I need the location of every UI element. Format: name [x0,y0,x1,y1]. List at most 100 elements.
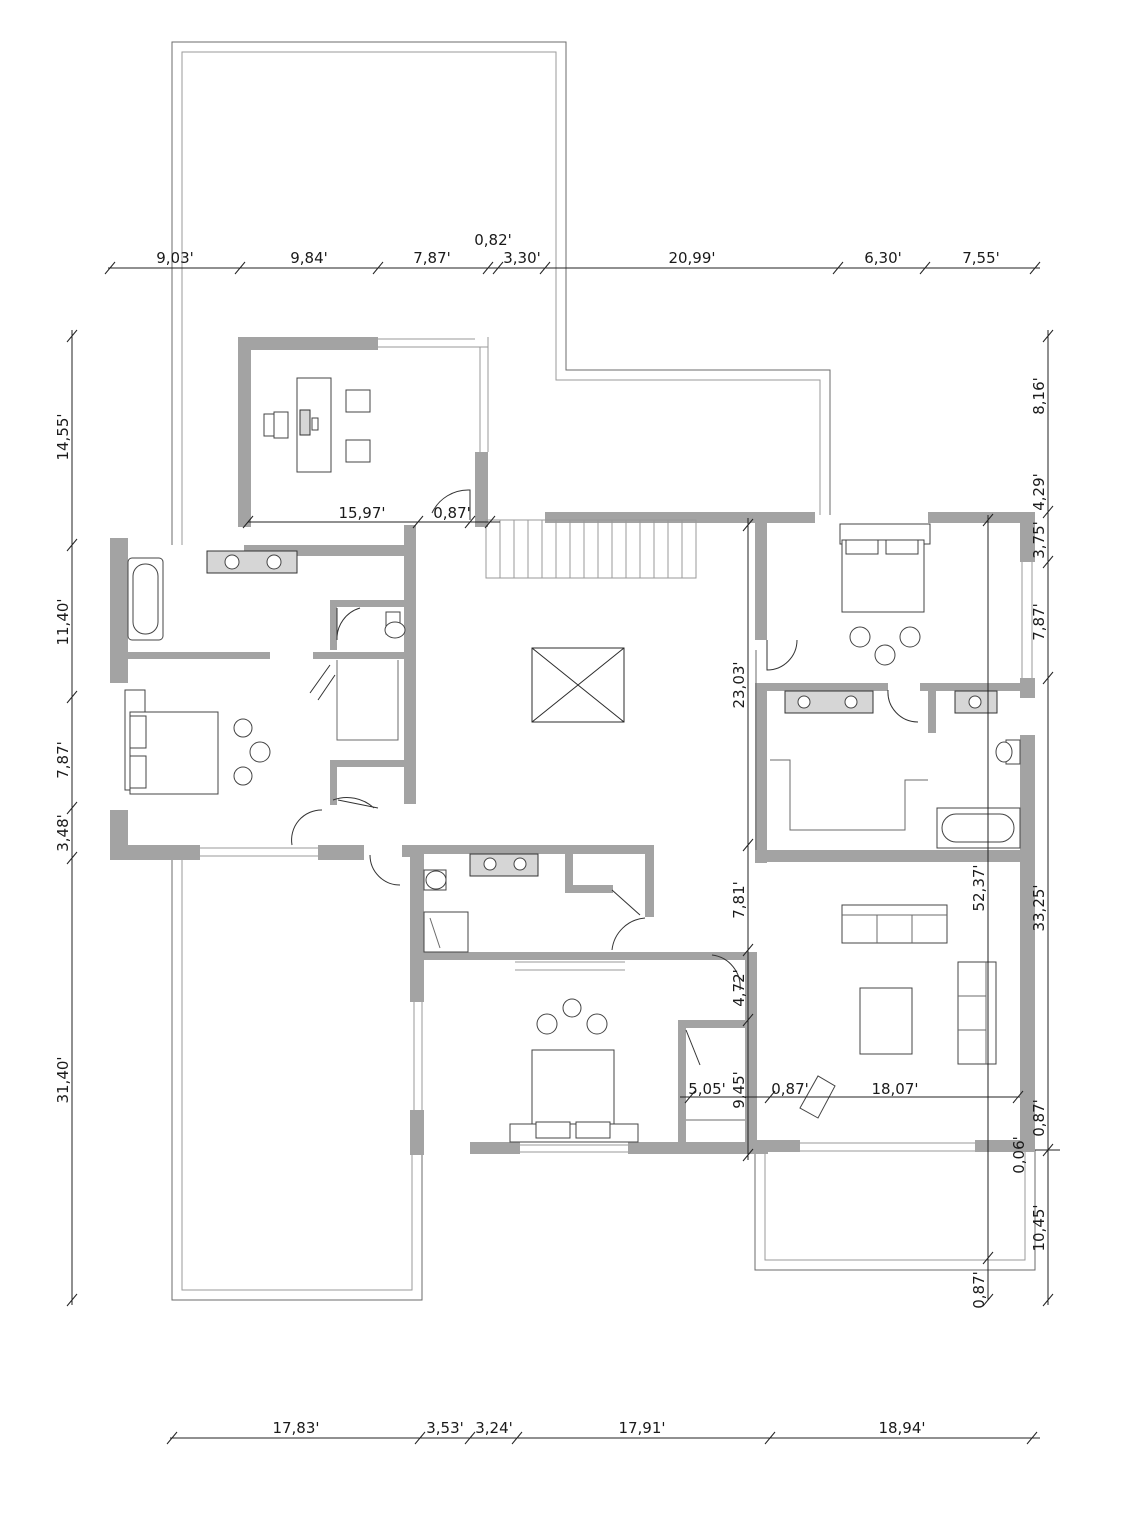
dim-hall-lower: 7,81' [730,881,748,919]
dimension-tick [1042,505,1054,519]
dimension-tick [742,943,754,957]
dimension-tick [234,261,246,275]
bed-left [124,689,219,795]
dimension-tick [1042,329,1054,343]
vanity-middle [469,853,539,877]
office-desk [263,377,332,473]
dim-office-width: 15,97' [338,504,385,522]
door-swing-hall [431,489,471,520]
dim-right-6: 0,87' [1030,1099,1048,1137]
dimension-tick [66,538,78,552]
dimension-lines [71,267,1060,1439]
dimension-tick [742,838,754,852]
dim-top-2: 9,84' [290,249,328,267]
dimension-tick [104,261,116,275]
dimension-ticks [66,261,1054,1445]
double-vanity [206,550,298,574]
dim-living-width: 18,07' [871,1080,918,1098]
dimension-tick [464,1431,476,1445]
dim-bottom-5: 18,94' [878,1419,925,1437]
office-chairs [345,389,371,463]
stairs [485,519,697,579]
dim-closet-depth: 9,45' [730,1071,748,1109]
dim-right-8: 10,45' [1030,1204,1048,1251]
dim-bottom-4: 17,91' [618,1419,665,1437]
dim-overall-depth: 52,37' [970,864,988,911]
dimension-tick [982,1293,994,1307]
dim-top-8: 7,55' [962,249,1000,267]
dimension-tick [1012,1090,1024,1104]
dimension-tick [492,261,504,275]
bed-lower [509,1049,639,1143]
dimension-tick [412,515,424,529]
dim-right-7: 0,06' [1010,1136,1028,1174]
dim-left-1: 14,55' [54,413,72,460]
dimension-tick [1042,671,1054,685]
bathtub [127,557,164,641]
dim-left-2: 11,40' [54,598,72,645]
dim-base-offset: 0,87' [970,1271,988,1309]
door-swings-middle [611,889,646,951]
dimension-tick [484,515,496,529]
coffee-table [859,987,913,1055]
sofa-right [957,961,997,1065]
dimension-tick [742,1013,754,1027]
dimension-tick [832,261,844,275]
dimension-tick [1029,261,1041,275]
skylight [531,647,625,723]
dimension-tick [742,518,754,532]
dimension-tick [764,1431,776,1445]
dim-top-1: 9,03' [156,249,194,267]
dim-top-6: 20,99' [668,249,715,267]
armchairs-right-upper [849,626,921,666]
dim-right-2: 4,29' [1030,473,1048,511]
door-swings-left [291,607,401,886]
dim-bottom-3: 3,24' [475,1419,513,1437]
dim-right-4: 7,87' [1030,603,1048,641]
dim-right-3: 3,75' [1030,521,1048,559]
dim-top-7: 6,30' [864,249,902,267]
dimension-tick [482,261,494,275]
dimension-tick [66,801,78,815]
dim-living-wall: 0,87' [771,1080,809,1098]
dimension-tick [1042,1293,1054,1307]
shower [423,911,469,953]
dimension-tick [372,261,384,275]
dimension-tick [1042,1143,1054,1157]
bathtub-right [936,807,1021,849]
dimension-tick [684,1090,696,1104]
dimension-tick [511,1431,523,1445]
toilet [384,611,406,639]
dim-bottom-2: 3,53' [426,1419,464,1437]
armchairs-left [233,718,271,786]
dim-right-1: 8,16' [1030,377,1048,415]
dimension-tick [982,513,994,527]
dim-left-4: 3,48' [54,814,72,852]
door-swings-right [766,639,919,723]
dimension-tick [66,1293,78,1307]
sofa-top [841,904,948,944]
dim-hall-depth: 23,03' [730,661,748,708]
dimension-tick [742,1148,754,1162]
dim-left-5: 31,40' [54,1056,72,1103]
dimension-tick [464,515,476,529]
dimension-tick [66,851,78,865]
dimension-tick [66,690,78,704]
dim-closet-width: 5,05' [688,1080,726,1098]
armchairs-lower [536,998,608,1035]
dim-top-3: 7,87' [413,249,451,267]
dimension-tick [1042,555,1054,569]
door-swings-lower [685,954,741,1066]
dimension-tick [66,329,78,343]
dim-top-5: 3,30' [503,249,541,267]
dimension-tick [166,1431,178,1445]
dim-office-door: 0,87' [433,504,471,522]
dimension-tick [919,261,931,275]
dimension-tick [764,1090,776,1104]
vanity-right [784,690,998,714]
dim-right-5: 33,25' [1030,884,1048,931]
walls [110,337,1035,1155]
bed-right-upper [839,523,931,613]
dimension-tick [242,515,254,529]
